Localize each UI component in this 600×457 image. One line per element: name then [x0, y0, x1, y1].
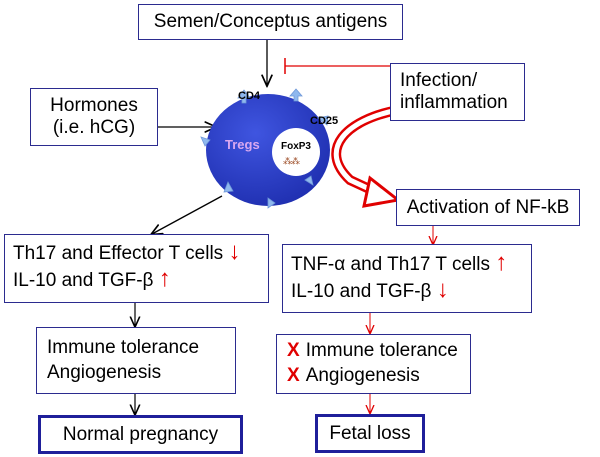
tregs-label: Tregs — [225, 137, 260, 152]
antigens-box: Semen/Conceptus antigens — [138, 4, 403, 40]
increase-arrow-icon: ↑ — [495, 249, 508, 276]
cross-mark-icon: X — [287, 365, 300, 386]
cd25-label: CD25 — [310, 115, 339, 127]
infection-box: Infection/ inflammation — [390, 63, 525, 121]
curved-activation-arrow — [331, 105, 399, 198]
treg-cell — [200, 88, 330, 209]
fetal-loss-box: Fetal loss — [315, 414, 425, 453]
dna-icon: ⁂⁂ — [283, 156, 300, 166]
right-cytokine-box: TNF-α and Th17 T cells ↑ IL-10 and TGF-β… — [282, 244, 532, 313]
normal-pregnancy-box: Normal pregnancy — [38, 415, 243, 454]
left-outcome-box: Immune tolerance Angiogenesis — [36, 327, 236, 394]
decrease-arrow-icon: ↓ — [228, 238, 241, 265]
cross-mark-icon: X — [287, 340, 300, 361]
arrow-treg-to-left-cytokines — [152, 195, 223, 234]
cd4-label: CD4 — [238, 90, 261, 102]
decrease-arrow-icon: ↓ — [436, 276, 449, 303]
nfkb-box: Activation of NF-kB — [396, 189, 580, 226]
hormones-box: Hormones (i.e. hCG) — [30, 88, 158, 146]
left-cytokine-box: Th17 and Effector T cells ↓ IL-10 and TG… — [4, 234, 269, 303]
increase-arrow-icon: ↑ — [158, 265, 171, 292]
foxp3-label: FoxP3 — [280, 141, 311, 152]
